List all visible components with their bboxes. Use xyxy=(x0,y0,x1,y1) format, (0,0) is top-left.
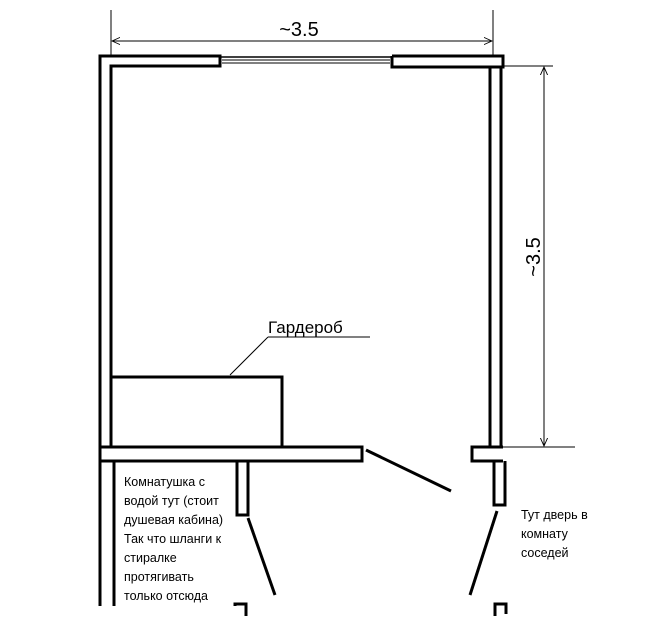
neighbor-door-note-line: Тут дверь в xyxy=(521,508,588,522)
water-room-note-line: водой тут (стоит xyxy=(124,494,219,508)
right-wall xyxy=(488,66,503,449)
water-room-note-line: душевая кабина) xyxy=(124,513,223,527)
water-room-walls xyxy=(112,461,250,616)
water-room-note-line: Комнатушка с xyxy=(124,475,205,489)
top-wall-left xyxy=(98,54,222,606)
water-room-note-line: Так что шланги к xyxy=(124,532,222,546)
width-label: ~3.5 xyxy=(279,19,318,41)
water-room-door-leaf xyxy=(246,517,277,596)
bottom-wall xyxy=(100,445,503,463)
water-room-door-jamb xyxy=(235,461,250,517)
height-dimension xyxy=(497,65,575,448)
neighbor-door-note-line: соседей xyxy=(521,546,569,560)
bottom-wall-right-stub xyxy=(470,445,503,463)
water-room-note-line: протягивать xyxy=(124,570,194,584)
water-room-note-line: только отсюда xyxy=(124,589,208,603)
top-wall-right xyxy=(390,54,505,69)
wardrobe-leader xyxy=(229,336,269,376)
height-label: ~3.5 xyxy=(523,237,545,276)
neighbor-door-leaf xyxy=(468,510,499,596)
water-room-bottom-jamb xyxy=(233,602,248,616)
window xyxy=(220,56,392,64)
neighbor-door-note-line: комнату xyxy=(521,527,569,541)
wardrobe-label: Гардероб xyxy=(268,318,343,337)
neighbor-door-note: Тут дверь в комнату соседей xyxy=(521,508,591,560)
neighbor-door-jamb xyxy=(492,461,508,616)
neighbor-bottom-jamb xyxy=(493,602,508,616)
room-door-leaf xyxy=(365,448,452,493)
water-room-note-line: стиралке xyxy=(124,551,177,565)
water-room-note: Комнатушка с водой тут (стоит душевая ка… xyxy=(124,475,227,603)
wardrobe xyxy=(112,375,284,447)
width-dimension xyxy=(110,10,494,56)
